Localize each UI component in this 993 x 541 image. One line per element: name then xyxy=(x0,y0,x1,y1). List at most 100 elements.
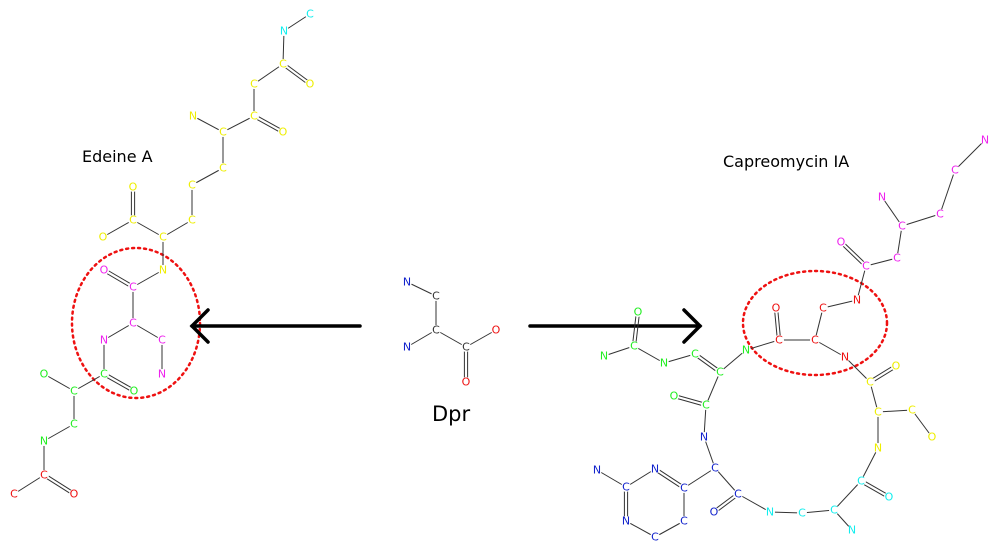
atom-background xyxy=(950,165,960,175)
atom-background xyxy=(679,483,689,493)
bond xyxy=(132,322,163,341)
atom-background xyxy=(279,26,289,36)
bond xyxy=(603,345,635,357)
atom-n: N xyxy=(593,464,601,477)
atom-c: C xyxy=(40,469,48,482)
atom-n: N xyxy=(700,431,708,444)
bond xyxy=(703,404,707,438)
atom-background xyxy=(856,476,866,486)
capreomycin-dpr-highlight xyxy=(741,269,889,377)
bond xyxy=(673,397,706,408)
bond xyxy=(814,307,824,341)
atom-o: O xyxy=(129,181,138,194)
atom-c: C xyxy=(250,110,258,123)
atom-background xyxy=(897,221,907,231)
edeine-dpr-highlight xyxy=(70,246,202,400)
atom-n: N xyxy=(600,350,608,363)
atom-c: C xyxy=(630,340,638,353)
atom-background xyxy=(733,489,743,499)
atom-o: O xyxy=(99,231,108,244)
atom-background xyxy=(305,79,315,89)
atom-c: C xyxy=(874,406,882,419)
atom-background xyxy=(847,525,857,535)
atom-background xyxy=(39,369,49,379)
bond xyxy=(102,270,133,289)
edeine-a-label: Edeine A xyxy=(82,147,153,166)
atom-background xyxy=(810,335,820,345)
atom-background xyxy=(829,505,839,515)
atom-background xyxy=(187,215,197,225)
atom-background xyxy=(621,516,631,526)
bond xyxy=(653,469,684,490)
atom-background xyxy=(865,377,875,387)
arrow-right xyxy=(528,308,703,344)
atom-background xyxy=(836,237,846,247)
atom-background xyxy=(305,9,315,19)
atom-n: N xyxy=(878,191,886,204)
atom-c: C xyxy=(862,260,870,273)
bond xyxy=(859,481,889,499)
atom-c: C xyxy=(651,531,659,541)
atom-c: C xyxy=(306,8,314,21)
bond xyxy=(865,257,898,267)
atom-o: O xyxy=(634,306,643,319)
atom-n: N xyxy=(40,435,48,448)
bond xyxy=(814,339,846,358)
atom-o: O xyxy=(306,78,315,91)
atom-background xyxy=(629,341,639,351)
atom-n: N xyxy=(100,334,108,347)
atom-background xyxy=(873,443,883,453)
bond xyxy=(693,354,720,374)
atom-background xyxy=(621,482,631,492)
atom-background xyxy=(128,215,138,225)
atom-c: C xyxy=(680,482,688,495)
atom-c: C xyxy=(129,281,137,294)
bond xyxy=(801,509,835,514)
bond xyxy=(281,64,310,86)
bond xyxy=(654,520,685,538)
atom-c: C xyxy=(898,220,906,233)
atom-c: C xyxy=(70,418,78,431)
atom-background xyxy=(218,127,228,137)
atom-o: O xyxy=(837,236,846,249)
bond xyxy=(877,409,913,413)
atom-n: N xyxy=(742,344,750,357)
atom-n: N xyxy=(660,357,668,370)
atom-background xyxy=(927,432,937,442)
atom-background xyxy=(249,79,259,89)
bond xyxy=(861,479,891,497)
atom-c: C xyxy=(857,475,865,488)
atom-n: N xyxy=(848,524,856,537)
atom-c: C xyxy=(702,399,710,412)
bond xyxy=(222,115,255,133)
atom-c: C xyxy=(100,368,108,381)
atom-background xyxy=(935,209,945,219)
atom-background xyxy=(715,367,725,377)
bond xyxy=(869,381,879,413)
atom-background xyxy=(491,325,501,335)
atom-n: N xyxy=(403,341,411,354)
atom-o: O xyxy=(492,324,501,337)
atom-background xyxy=(852,295,862,305)
atom-o: O xyxy=(130,385,139,398)
atom-c: C xyxy=(432,324,440,337)
bond xyxy=(13,474,45,495)
bond xyxy=(719,349,747,373)
atom-background xyxy=(218,163,228,173)
atom-background xyxy=(188,111,198,121)
atom-background xyxy=(659,358,669,368)
atom-background xyxy=(278,59,288,69)
bond xyxy=(283,13,311,32)
bond xyxy=(695,352,722,372)
atom-o: O xyxy=(928,431,937,444)
atom-background xyxy=(431,291,441,301)
bond xyxy=(282,30,285,65)
bond xyxy=(833,480,862,511)
atom-background xyxy=(157,369,167,379)
bond xyxy=(104,268,135,287)
atom-o: O xyxy=(670,390,679,403)
bond xyxy=(939,169,956,215)
atom-o: O xyxy=(885,491,894,504)
atom-background xyxy=(9,489,19,499)
